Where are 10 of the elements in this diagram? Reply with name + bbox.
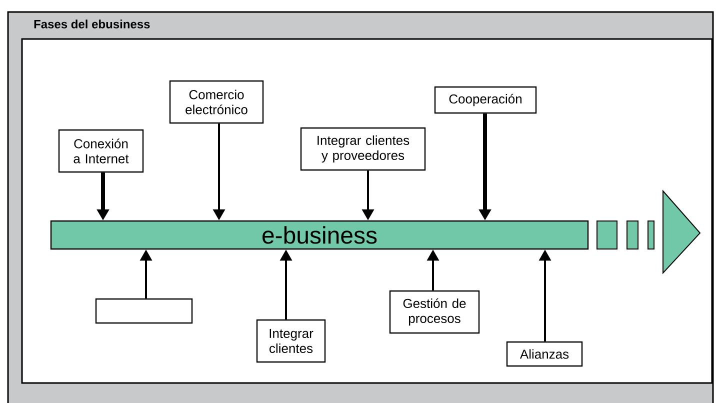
text-box: Comercio electrónico	[169, 80, 264, 124]
timeline-bar: e-business	[50, 220, 589, 250]
text-box: Alianzas	[506, 341, 583, 367]
text-box: Integrar clientes	[256, 319, 326, 363]
text-box	[95, 298, 193, 324]
text-box: Integrar clientes y proveedores	[300, 127, 426, 171]
title: Fases del ebusiness	[34, 20, 150, 28]
text-box: Gestión de procesos	[389, 290, 480, 334]
text-box: Conexión a Internet	[58, 129, 144, 173]
text-box: Cooperación	[434, 86, 537, 114]
